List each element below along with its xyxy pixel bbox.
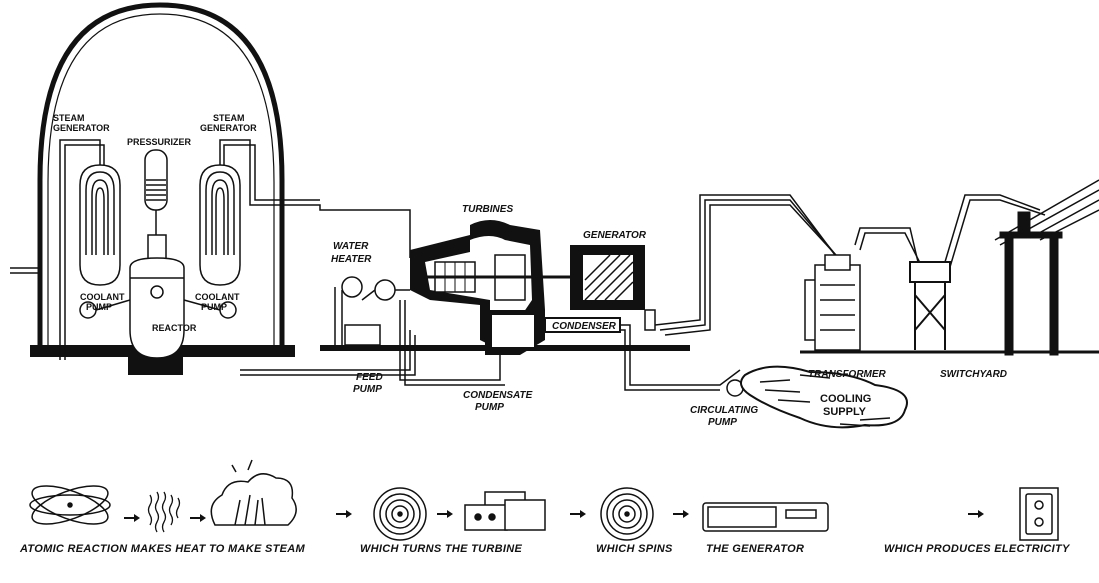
containment-building [37,2,285,345]
caption-step-1: ATOMIC REACTION MAKES HEAT TO MAKE STEAM [19,543,306,555]
arrow-icon-1 [124,514,140,522]
label-water-heater-1: WATER [333,241,369,252]
power-lines [654,194,1046,336]
turbine-icon [464,491,546,531]
label-steam-generator-left-2: GENERATOR [53,123,110,133]
arrow-icon-5 [570,510,586,518]
label-coolant-pump-right-1: COOLANT [195,292,240,302]
label-turbines: TURBINES [462,204,513,215]
steam-generator-right [199,139,411,286]
switchyard [909,261,951,350]
condensate-piping [399,300,741,391]
label-steam-generator-right-2: GENERATOR [200,123,257,133]
component-labels: STEAM GENERATOR STEAM GENERATOR PRESSURI… [53,113,1007,428]
arrow-icon-2 [190,514,206,522]
outlet-icon [1019,487,1059,541]
caption-step-2: WHICH TURNS THE TURBINE [360,543,522,555]
atom-icon [29,485,111,525]
generator [570,245,656,331]
reactor-vessel [129,234,185,359]
label-coolant-pump-left-1: COOLANT [80,292,125,302]
label-reactor: REACTOR [152,323,197,333]
generator-icon [702,502,829,532]
label-cooling-supply-1: COOLING [820,393,871,405]
condenser [485,310,621,355]
label-transformer: TRANSFORMER [808,369,887,380]
transformer [804,254,861,351]
label-coolant-pump-left-2: PUMP [86,302,112,312]
label-coolant-pump-right-2: PUMP [201,302,227,312]
heat-waves-icon [147,491,181,533]
spin-rings-icon-1 [373,487,427,541]
coolant-pump-right [183,299,237,319]
arrow-icon-3 [336,510,352,518]
spin-rings-icon-2 [600,487,654,541]
label-feed-pump-1: FEED [356,372,383,383]
pressurizer [144,149,168,235]
label-steam-generator-left-1: STEAM [53,113,85,123]
steam-cloud-icon [210,459,297,526]
transmission-tower [994,179,1099,356]
caption-step-5: WHICH PRODUCES ELECTRICITY [884,543,1071,555]
label-condenser: CONDENSER [552,321,617,332]
process-captions: ATOMIC REACTION MAKES HEAT TO MAKE STEAM… [19,543,1071,555]
label-condensate-pump-1: CONDENSATE [463,390,533,401]
cooling-supply [740,365,908,429]
label-feed-pump-2: PUMP [353,384,382,395]
feed-pump [361,279,410,301]
label-circulating-pump-2: PUMP [708,417,737,428]
label-condensate-pump-2: PUMP [475,402,504,413]
label-water-heater-2: HEATER [331,254,372,265]
caption-step-3: WHICH SPINS [596,543,673,555]
label-generator: GENERATOR [583,230,647,241]
coolant-pump-left [79,299,131,319]
label-pressurizer: PRESSURIZER [127,137,192,147]
label-steam-generator-right-1: STEAM [213,113,245,123]
steam-generator-left [59,139,121,360]
arrow-icon-6 [673,510,689,518]
arrow-icon-7 [968,510,984,518]
caption-step-4: THE GENERATOR [706,543,804,555]
label-switchyard: SWITCHYARD [940,369,1007,380]
label-cooling-supply-2: SUPPLY [823,406,867,418]
water-heater [334,276,381,346]
arrow-icon-4 [437,510,453,518]
label-circulating-pump-1: CIRCULATING [690,405,758,416]
